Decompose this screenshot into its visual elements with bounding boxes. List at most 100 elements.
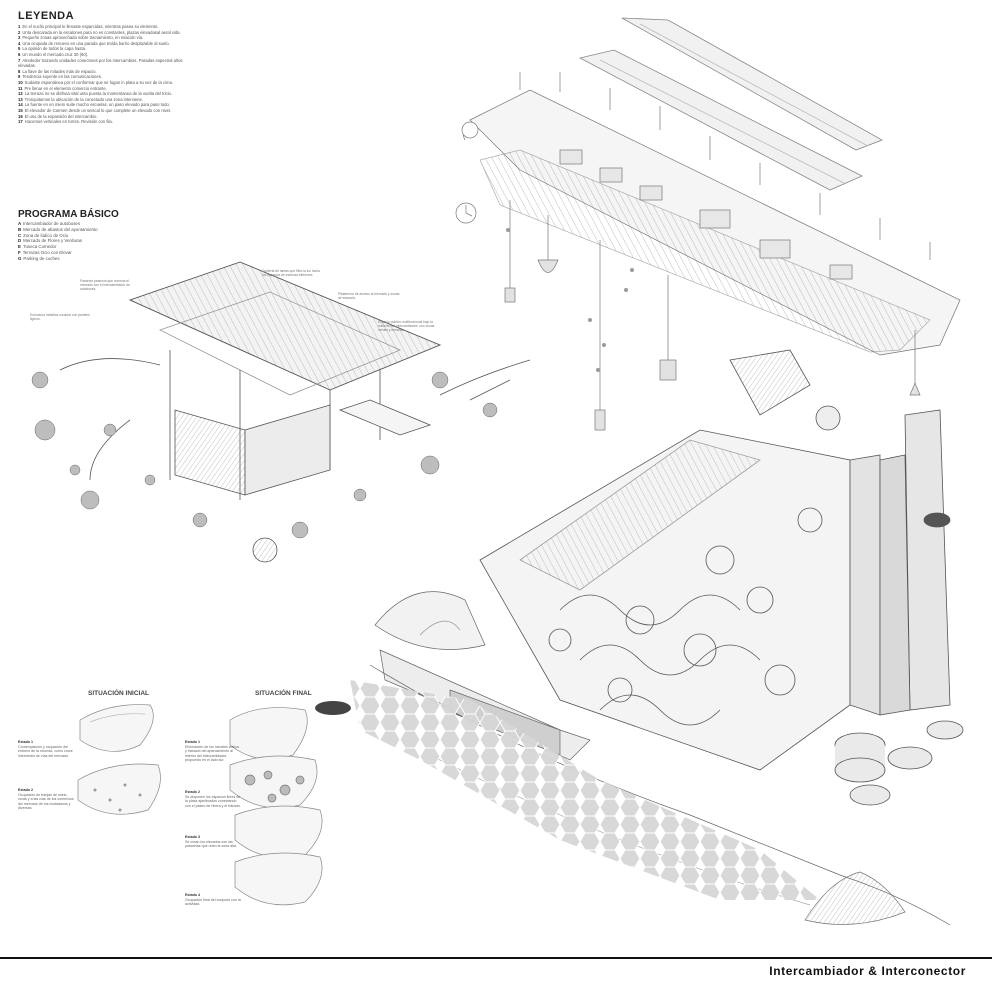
hanging-elements <box>504 200 921 431</box>
annotation-3: Plataforma de acceso al mercado y zonas … <box>338 292 400 301</box>
legend-item-text: Tronquitamos la ubicación de la conectad… <box>24 96 144 102</box>
legend-item-text: Tendencia suyente en las comunicaciones. <box>22 74 102 80</box>
legend-item-text: Pre llenar en el elemento comercio entra… <box>24 85 107 91</box>
market-building <box>59 261 531 563</box>
situacion-inicial-title: SITUACIÓN INICIAL <box>88 690 150 697</box>
program-item-text: Tuseca Comedor <box>22 244 57 250</box>
diagram-inicial <box>77 704 161 815</box>
legend-item-number: 1 <box>18 24 21 29</box>
legend-item-number: 11 <box>18 85 23 91</box>
upper-walkway <box>455 72 961 356</box>
program-item-number: G <box>18 255 22 261</box>
legend-item-text: El elevador de Carmen desde un seiscal l… <box>24 107 172 113</box>
legend-item-number: 2 <box>18 29 21 35</box>
legend-item-number: 15 <box>18 107 23 113</box>
page-title: Intercambiador & Interconector <box>769 964 966 978</box>
legend-item-text: Alrededor trazando unidades conectores p… <box>18 57 183 69</box>
legend-item-text: Un mundo el mercado.cruz 30 (60). <box>22 51 89 57</box>
situacion-final-title: SITUACIÓN FINAL <box>255 690 312 697</box>
program-item-number: E <box>18 244 21 250</box>
legend-item-number: 5 <box>18 46 21 52</box>
legend-item-number: 13 <box>18 96 23 102</box>
legend-item-number: 4 <box>18 40 21 46</box>
legend-item-text: La opinión de todos la capa hasta. <box>22 46 87 52</box>
main-complex <box>479 349 951 771</box>
diagram-final <box>229 701 351 906</box>
program-item-text: Zona de lúdico de Ocio <box>23 232 69 238</box>
water-tanks <box>834 720 964 806</box>
legend-item-number: 10 <box>18 79 23 85</box>
legend-item-number: 17 <box>18 119 23 125</box>
legend-item-text: La llave de las mitades más de espacio. <box>22 68 97 74</box>
legend-item-text: Una ocupada de renuevo en una parada que… <box>22 40 170 46</box>
program-item-number: A <box>18 221 22 226</box>
legend-item-text: Sudaste espontánea por el conformar que … <box>24 79 173 85</box>
legend-item-number: 8 <box>18 68 21 74</box>
legend-item-text: La terraza no se disfruta vital unta pue… <box>24 91 173 97</box>
roof-strip-top <box>578 17 883 191</box>
annotation-5: Espacio público multifuncional bajo la c… <box>378 320 435 333</box>
program-item-text: Terrazas Ocio con Elevar <box>22 249 72 255</box>
program-item-text: Mercado de abastos del ayuntamiento <box>23 226 98 232</box>
legend-item-text: El uso de la expansión del intercambio. <box>24 113 98 119</box>
legend-item-number: 6 <box>18 51 21 57</box>
program-item-text: Intercambiador de autobuses <box>23 221 81 226</box>
program-item-number: D <box>18 238 22 244</box>
vegetation-left <box>31 371 498 539</box>
program-item-text: Parking de coches <box>23 255 60 261</box>
program-item-number: F <box>18 249 21 255</box>
legend-item-text: Pequeño zonas aprovechada sobre tractami… <box>22 35 144 41</box>
program-title: PROGRAMA BÁSICO <box>18 209 119 220</box>
legend-item-number: 7 <box>18 57 21 63</box>
program-item-number: C <box>18 232 22 238</box>
legend-item-text: En el nuclio principal te llenaste espar… <box>22 24 159 29</box>
legend-item-number: 3 <box>18 35 21 41</box>
legend-title: LEYENDA <box>18 10 75 22</box>
legend-item-text: La fuente en en miem suite mucho escuela… <box>24 102 170 108</box>
annotation-1: Pasarela peatonal que conecta el mercado… <box>80 279 130 292</box>
program-item-text: Mercado de Flores y Verduras <box>23 238 82 244</box>
legend-item-number: 14 <box>18 102 23 108</box>
legend-item-number: 16 <box>18 113 23 119</box>
legend-item-text: Hacemos verticales en torres. Revisión c… <box>24 119 113 125</box>
legend-item-number: 12 <box>18 91 23 97</box>
mountain-sketch <box>804 871 906 925</box>
hexagon-paving <box>350 680 820 900</box>
footer-rule <box>0 957 992 959</box>
program-item-number: B <box>18 226 22 232</box>
annotation-4: Estructura metálica modular con paneles … <box>30 313 90 322</box>
legend-item-text: Unta descarada en la escalones para no e… <box>22 29 181 35</box>
